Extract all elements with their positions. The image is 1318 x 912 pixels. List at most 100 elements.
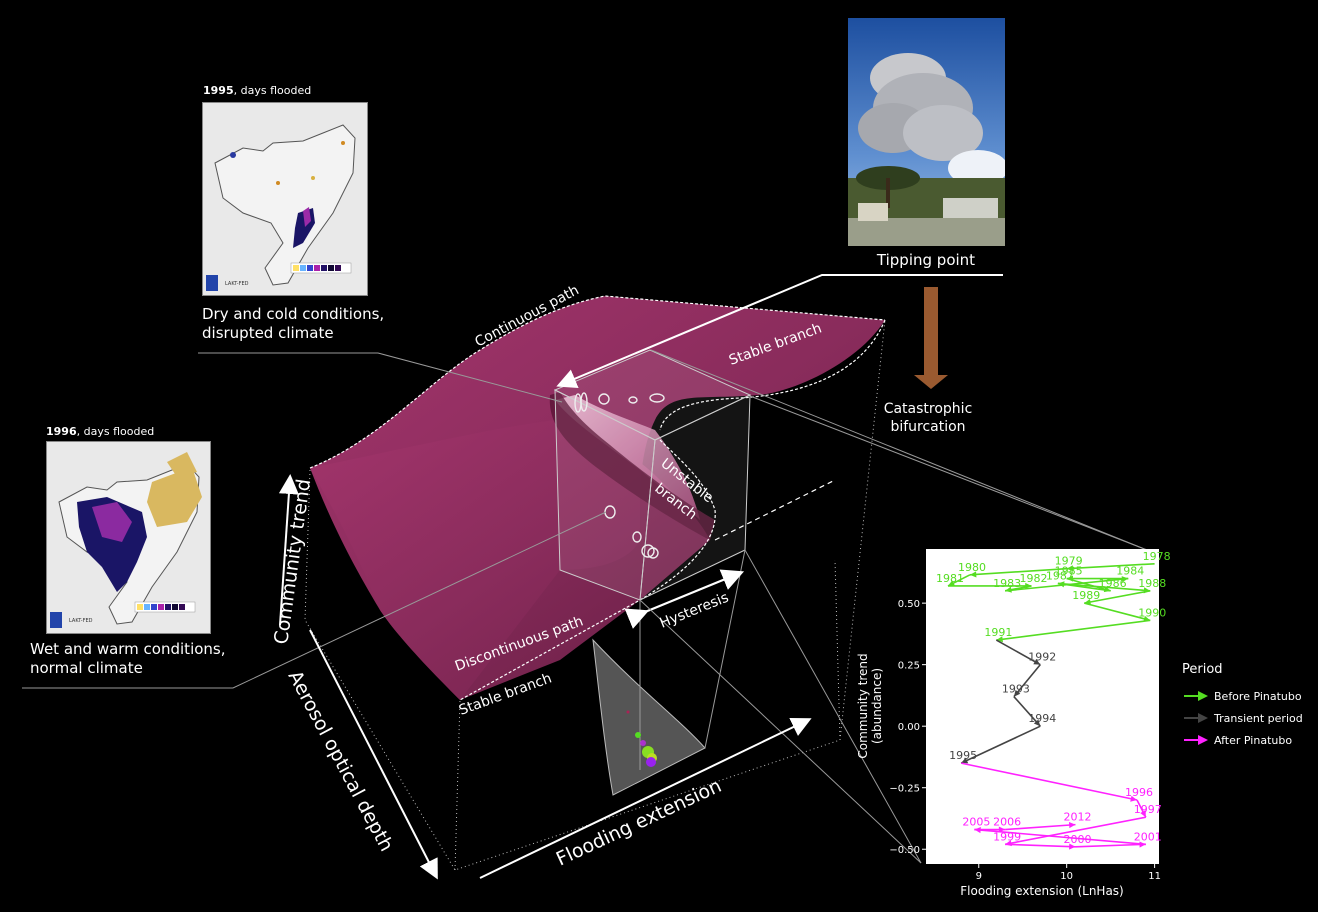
trajectory-segment xyxy=(1005,823,1076,831)
trajectory-segment xyxy=(996,619,1151,641)
trajectory-segment xyxy=(969,567,1067,576)
year-label: 1987 xyxy=(1046,569,1074,582)
year-label: 1979 xyxy=(1055,555,1083,568)
year-label: 2012 xyxy=(1063,811,1091,824)
year-label: 1989 xyxy=(1072,589,1100,602)
year-label: 1990 xyxy=(1138,606,1166,619)
tipping-pointer xyxy=(556,274,1003,389)
map-1995-caption: Dry and cold conditions, disrupted clima… xyxy=(202,305,384,343)
map-1996-title: 1996, days flooded xyxy=(46,425,154,438)
chart-x-label: Flooding extension (LnHas) xyxy=(960,884,1124,898)
map-1995-title: 1995, days flooded xyxy=(203,84,311,97)
year-label: 1994 xyxy=(1028,712,1056,725)
y-tick-label: −0.50 xyxy=(889,845,920,856)
trajectory-arrowhead xyxy=(998,826,1006,833)
year-label: 2000 xyxy=(1063,833,1091,846)
label-hysteresis: Hysteresis xyxy=(658,590,731,632)
map-1996-stamp: LAKT-FED xyxy=(69,618,93,624)
axis-title-community: Community trend xyxy=(270,478,315,646)
year-label: 1991 xyxy=(984,626,1012,639)
label-catastrophic-2: bifurcation xyxy=(890,419,965,435)
aerosol-axis-arrow xyxy=(309,629,438,880)
legend-item-transient: Transient period xyxy=(1182,707,1303,729)
trajectory-arrowhead xyxy=(1066,565,1074,572)
year-label: 1996 xyxy=(1125,786,1153,799)
legend-swatch-before xyxy=(1184,691,1208,701)
trajectory-segment xyxy=(1066,577,1111,592)
trajectory-arrowhead xyxy=(1068,822,1076,829)
trajectory-segment xyxy=(1084,602,1151,622)
trajectory-segment xyxy=(1013,664,1041,698)
trajectory-segment xyxy=(995,639,1041,666)
surface-rings xyxy=(574,392,665,559)
community-axis-arrow xyxy=(278,474,299,626)
trajectory-segment xyxy=(960,725,1041,764)
y-tick-label: 0.00 xyxy=(898,722,920,733)
trajectory-arrowhead xyxy=(996,636,1003,643)
year-label: 1999 xyxy=(993,830,1021,843)
trajectory-segment xyxy=(974,828,1146,846)
map-1995-year: 1995 xyxy=(203,84,234,97)
trajectory-arrowhead xyxy=(947,580,955,586)
map-1996-caption: Wet and warm conditions, normal climate xyxy=(30,640,226,678)
photo-caption: Tipping point xyxy=(876,251,975,269)
trajectory-segment xyxy=(1075,843,1146,848)
legend-label-after: After Pinatubo xyxy=(1214,733,1293,747)
year-label: 2006 xyxy=(993,816,1021,829)
map-1996-caption-line1: Wet and warm conditions, xyxy=(30,640,226,658)
year-label: 1982 xyxy=(1020,572,1048,585)
legend-label-transient: Transient period xyxy=(1214,711,1303,725)
tipping-arrow xyxy=(914,287,948,389)
axis-title-flooding: Flooding extension xyxy=(553,775,725,871)
year-label: 1978 xyxy=(1143,550,1171,563)
y-tick-label: 0.50 xyxy=(898,599,920,610)
map-1995-caption-line1: Dry and cold conditions, xyxy=(202,305,385,323)
legend-swatch-transient xyxy=(1184,713,1208,723)
year-label: 1980 xyxy=(958,561,986,574)
map-1995-caption-line2: disrupted climate xyxy=(202,324,334,342)
trajectory-arrowhead xyxy=(1069,843,1076,850)
fold-shadow xyxy=(549,392,715,540)
year-label: 1983 xyxy=(993,577,1021,590)
bounding-box xyxy=(304,319,886,871)
x-tick-label: 11 xyxy=(1148,871,1161,882)
year-label: 1988 xyxy=(1138,577,1166,590)
trajectory-arrowhead xyxy=(1033,719,1041,727)
fold-surface xyxy=(309,295,886,701)
hysteresis-arrow xyxy=(624,569,745,629)
trajectory-arrowhead xyxy=(969,571,977,578)
map-1995-stamp: LAKT-FED xyxy=(225,281,249,287)
legend-item-after: After Pinatubo xyxy=(1182,729,1303,751)
map-1995-suffix: , days flooded xyxy=(233,84,312,97)
year-label: 1993 xyxy=(1002,683,1030,696)
year-label: 1995 xyxy=(949,749,977,762)
year-label: 1984 xyxy=(1116,565,1144,578)
trajectory-segment xyxy=(1013,696,1041,727)
map-1995: LAKT-FED xyxy=(202,102,368,296)
year-label: 1997 xyxy=(1134,803,1162,816)
year-label: 1981 xyxy=(936,572,964,585)
map-1996-caption-line2: normal climate xyxy=(30,659,143,677)
year-label: 1985 xyxy=(1055,565,1083,578)
upper-surface-front xyxy=(310,420,710,700)
map-1996-suffix: , days flooded xyxy=(76,425,155,438)
map-1996-year: 1996 xyxy=(46,425,77,438)
legend-item-before: Before Pinatubo xyxy=(1182,685,1303,707)
year-label: 1986 xyxy=(1099,577,1127,590)
trajectory-arrowhead xyxy=(1013,689,1021,697)
chart-y-label-2: (abundance) xyxy=(870,668,884,744)
year-label: 2001 xyxy=(1134,830,1162,843)
year-label: 2005 xyxy=(962,816,990,829)
chart-legend: Period Before Pinatubo Transient period … xyxy=(1182,662,1303,751)
trajectory-segment xyxy=(1066,562,1155,570)
y-tick-label: 0.25 xyxy=(898,661,920,672)
trajectory-arrowhead xyxy=(1033,658,1041,665)
trajectory-segment xyxy=(1057,582,1151,592)
legend-swatch-after xyxy=(1184,735,1208,745)
x-tick-label: 9 xyxy=(976,871,982,882)
trajectory-arrowhead xyxy=(1130,795,1138,802)
connector-lines xyxy=(22,349,1148,864)
y-tick-label: −0.25 xyxy=(889,784,920,795)
